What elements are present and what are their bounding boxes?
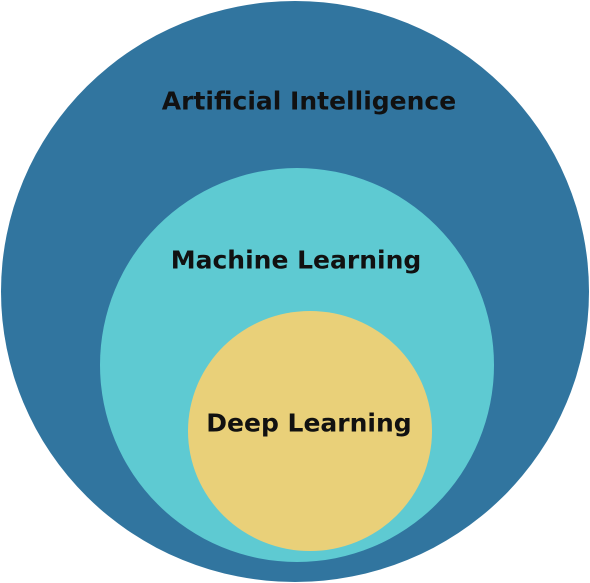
machine-learning-label: Machine Learning (170, 245, 422, 275)
deep-learning-circle (188, 311, 432, 551)
deep-learning-label: Deep Learning (206, 408, 412, 438)
artificial-intelligence-label: Artificial Intelligence (161, 86, 457, 116)
